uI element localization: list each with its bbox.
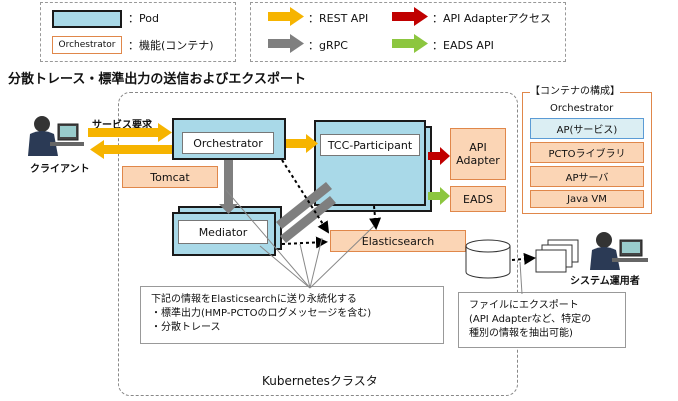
adapter-access-arrow [428, 147, 450, 165]
diagram-title: 分散トレース・標準出力の送信およびエクスポート [8, 72, 306, 87]
trace-flow-mediator-elasticsearch [281, 236, 328, 249]
grpc-arrow-orchestrator-mediator [219, 160, 238, 214]
legend-rest-label: ：REST API [308, 12, 369, 25]
layer-pcto-library: PCTOライブラリ [530, 142, 644, 163]
api-adapter-container: API Adapter [450, 128, 506, 180]
container-structure-title: 【コンテナの構成】 [530, 82, 620, 97]
grpc-arrow-mediator-tcc [276, 182, 336, 243]
legend-grpc-arrow [268, 34, 304, 53]
legend-adapter-arrow [392, 7, 428, 26]
operator-label: システム運用者 [570, 276, 640, 287]
orchestrator-container: Orchestrator [182, 132, 274, 154]
eads-api-arrow [428, 187, 450, 205]
layer-ap-server: APサーバ [530, 166, 644, 187]
service-request-label: サービス要求 [92, 120, 152, 131]
kubernetes-cluster [118, 92, 518, 396]
persist-note: 下記の情報をElasticsearchに送り永続化する ・標準出力(HMP-PC… [140, 286, 444, 344]
persist-note-line3: ・分散トレース [151, 322, 221, 333]
client-label: クライアント [30, 164, 90, 175]
client-person-icon [28, 116, 84, 156]
legend-function-label: ：機能(コンテナ) [128, 39, 214, 52]
storage-cylinder-icon [465, 239, 511, 279]
cluster-label: Kubernetesクラスタ [262, 374, 378, 388]
legend-eads-label: ：EADS API [432, 39, 494, 52]
trace-flow-orchestrator-elasticsearch [281, 159, 330, 234]
legend-pod-swatch [52, 10, 122, 28]
legend-grpc-label: ：gRPC [308, 39, 348, 52]
container-structure-header: Orchestrator [550, 103, 614, 114]
export-flow [511, 252, 536, 265]
eads-container: EADS [450, 186, 506, 212]
export-note: ファイルにエクスポート (API Adapterなど、特定の 種別の情報を抽出可… [458, 292, 626, 348]
rest-arrow-response [90, 140, 172, 159]
trace-flow-tcc-elasticsearch [369, 205, 382, 230]
legend-pod-label: ：Pod [128, 12, 159, 25]
export-note-line3: 種別の情報を抽出可能) [469, 328, 573, 339]
export-note-line1: ファイルにエクスポート [469, 300, 579, 311]
operator-person-icon [590, 232, 648, 270]
rest-arrow-request [88, 123, 172, 142]
legend-rest-arrow [268, 7, 304, 26]
legend-eads-arrow [392, 34, 428, 53]
export-note-pointer [519, 261, 523, 295]
legend-function-swatch: Orchestrator [52, 36, 122, 54]
legend-adapter-label: ：API Adapterアクセス [432, 12, 551, 25]
tcc-container: TCC-Participant [320, 134, 420, 156]
mediator-container: Mediator [178, 220, 268, 244]
layer-ap-service: AP(サービス) [530, 118, 644, 139]
layer-java-vm: Java VM [530, 190, 644, 208]
rest-arrow-orchestrator-tcc [286, 134, 318, 153]
export-note-line2: (API Adapterなど、特定の [469, 314, 592, 325]
tomcat-container: Tomcat [122, 166, 218, 188]
persist-note-line2: ・標準出力(HMP-PCTOのログメッセージを含む) [151, 308, 372, 319]
persist-note-line1: 下記の情報をElasticsearchに送り永続化する [151, 294, 357, 305]
persist-note-pointers [225, 189, 375, 289]
export-documents-icon [535, 239, 579, 273]
